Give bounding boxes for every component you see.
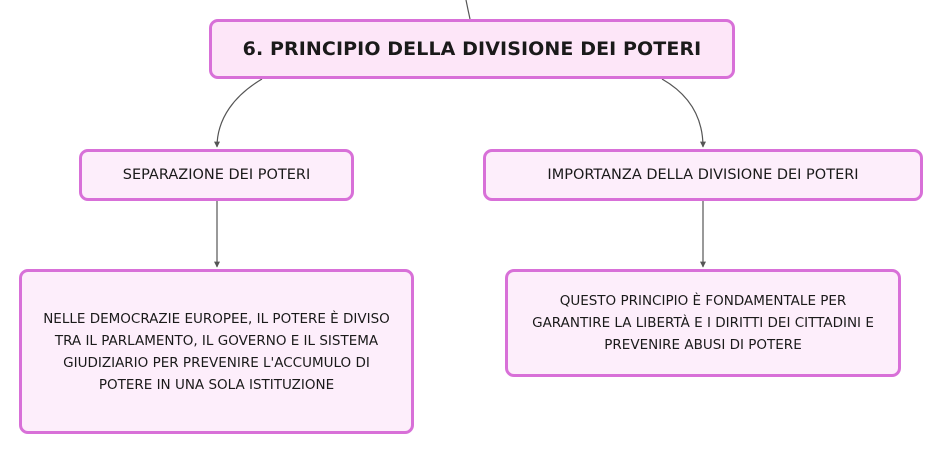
connector-root-to-separazione bbox=[214, 78, 263, 148]
detail-importanza-node[interactable]: QUESTO PRINCIPIO È FONDAMENTALE PER GARA… bbox=[505, 269, 901, 377]
branch-importanza-label: IMPORTANZA DELLA DIVISIONE DEI POTERI bbox=[547, 167, 859, 183]
detail-separazione-text: NELLE DEMOCRAZIE EUROPEE, IL POTERE È DI… bbox=[43, 310, 390, 393]
root-topic-node[interactable]: 6. PRINCIPIO DELLA DIVISIONE DEI POTERI bbox=[209, 19, 735, 79]
branch-importanza-node[interactable]: IMPORTANZA DELLA DIVISIONE DEI POTERI bbox=[483, 149, 923, 201]
branch-separazione-node[interactable]: SEPARAZIONE DEI POTERI bbox=[79, 149, 354, 201]
branch-separazione-label: SEPARAZIONE DEI POTERI bbox=[122, 167, 311, 183]
detail-importanza-text: QUESTO PRINCIPIO È FONDAMENTALE PER GARA… bbox=[532, 293, 874, 353]
detail-separazione-node[interactable]: NELLE DEMOCRAZIE EUROPEE, IL POTERE È DI… bbox=[19, 269, 414, 434]
connector-root-to-importanza bbox=[661, 78, 706, 148]
root-topic-label: 6. PRINCIPIO DELLA DIVISIONE DEI POTERI bbox=[242, 38, 702, 60]
incoming-connector bbox=[465, 0, 471, 20]
